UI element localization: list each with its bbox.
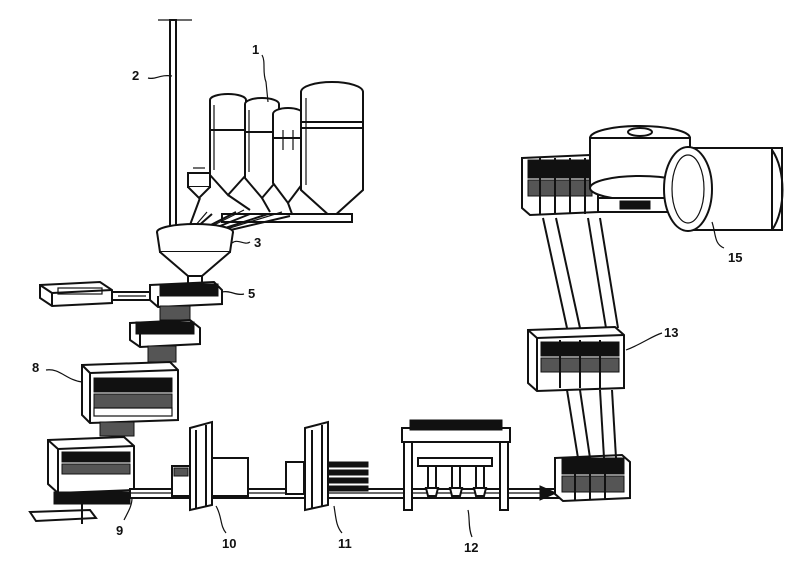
reference-labels: 1 2 3 5 8 9 10 11 12 13 15: [32, 42, 742, 555]
label-10: 10: [222, 536, 236, 551]
crate-13: [527, 325, 625, 393]
press-station-10: [171, 420, 249, 512]
outfeed-tray: [28, 504, 98, 524]
rig-station-12: [401, 419, 511, 511]
mold-press-5: [149, 280, 223, 309]
mixer-hopper: [156, 223, 234, 285]
silo-small-1: [209, 93, 247, 197]
elevator-conveyor: [542, 217, 619, 459]
supply-pipe: [158, 19, 192, 236]
stack-station-11: [285, 420, 369, 512]
silo-small-3: [272, 107, 304, 205]
label-5: 5: [248, 286, 255, 301]
mold-tray-2: [129, 318, 201, 349]
conveyor-down-2: [147, 345, 177, 363]
stacker-unit: [47, 435, 135, 505]
label-3: 3: [254, 235, 261, 250]
feeder-hopper: [187, 167, 211, 200]
crate-bottom: [554, 453, 631, 503]
label-15: 15: [728, 250, 742, 265]
conveyor-down-3: [99, 421, 135, 437]
label-11: 11: [338, 536, 352, 551]
leader-lines: [45, 54, 725, 538]
crate-top: [521, 153, 599, 217]
label-1: 1: [252, 42, 259, 57]
label-9: 9: [116, 523, 123, 538]
drying-oven-8: [81, 360, 179, 425]
label-8: 8: [32, 360, 39, 375]
drum-15: [663, 146, 784, 232]
conveyor-down-1: [159, 305, 191, 321]
transfer-rail: [111, 291, 153, 301]
silo-large: [300, 81, 364, 220]
mold-tray-left: [39, 280, 113, 308]
label-13: 13: [664, 325, 678, 340]
silo-group: [209, 81, 364, 223]
transfer-bridge: [597, 197, 669, 213]
label-2: 2: [132, 68, 139, 83]
label-12: 12: [464, 540, 478, 555]
